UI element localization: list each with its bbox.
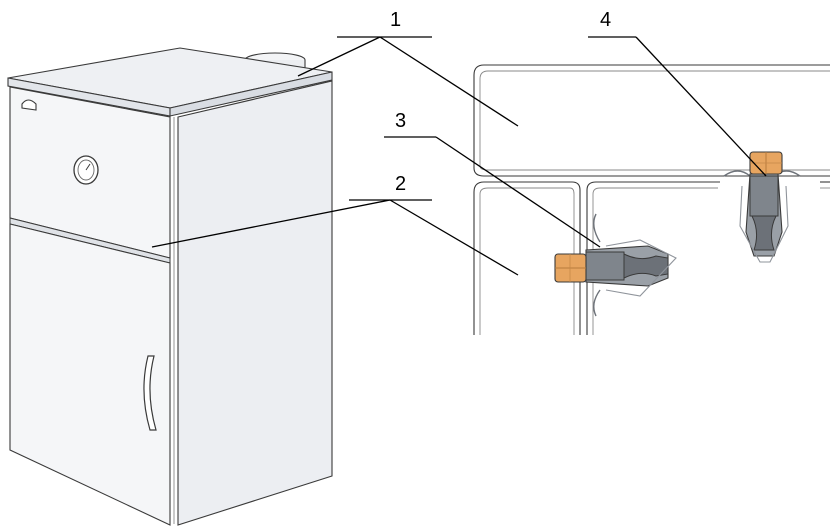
boiler-cabinet	[7, 47, 333, 526]
callout-2: 2	[151, 173, 519, 276]
callout-3-label: 3	[395, 110, 406, 132]
top-panel	[7, 47, 333, 117]
lower-front-door	[9, 223, 171, 526]
pressure-gauge-icon	[73, 155, 99, 185]
callout-4-label: 4	[600, 9, 611, 31]
detail-view	[473, 64, 830, 335]
callout-1-label: 1	[390, 9, 401, 31]
side-wall	[177, 80, 333, 526]
callout-3: 3	[384, 110, 601, 248]
callout-2-label: 2	[395, 173, 406, 195]
upper-handle-icon	[21, 99, 37, 111]
door-handle-icon	[143, 355, 157, 431]
callout-1: 1	[297, 9, 519, 127]
callout-4: 4	[588, 9, 767, 177]
fastener-3	[554, 213, 677, 317]
fastener-4	[723, 151, 801, 263]
